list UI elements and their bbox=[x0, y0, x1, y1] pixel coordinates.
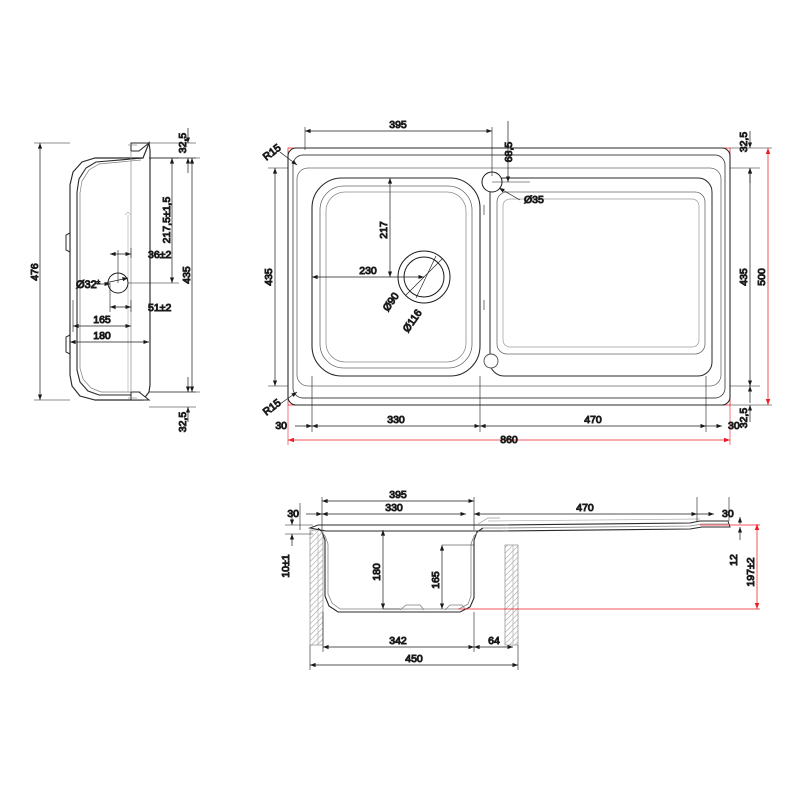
dim-plan-395-label: 395 bbox=[389, 119, 407, 131]
dim-section-64: 64 bbox=[473, 612, 513, 652]
dim-left-325-top: 32,5 bbox=[149, 128, 196, 173]
dim-section-165: 165 bbox=[430, 544, 474, 609]
dim-plan-435-left: 435 bbox=[263, 167, 288, 387]
dim-plan-230: 230 bbox=[312, 265, 424, 280]
dim-plan-500-label: 500 bbox=[756, 268, 768, 286]
dim-plan-30-right: 30 bbox=[706, 420, 740, 433]
dim-section-30-right: 30 bbox=[697, 508, 734, 521]
dim-plan-470: 470 bbox=[480, 376, 707, 432]
dim-plan-325-bottom-right-label: 32,5 bbox=[738, 408, 750, 429]
dim-section-30-right-label: 30 bbox=[722, 508, 734, 520]
dim-section-450: 450 bbox=[309, 645, 519, 670]
dim-plan-685: 68,5 bbox=[492, 121, 530, 183]
dim-section-197: 197±2 bbox=[745, 524, 760, 609]
dim-section-10: 10±1 bbox=[280, 514, 313, 578]
dim-plan-d35: Ø35 bbox=[498, 187, 545, 207]
dim-plan-325-top-right: 32,5 bbox=[730, 131, 772, 183]
dim-left-51: 51±2 bbox=[109, 283, 172, 315]
dim-section-470-label: 470 bbox=[576, 502, 594, 514]
plan-flange-inner-edge bbox=[292, 154, 726, 399]
dim-left-d32-label: Ø32± bbox=[76, 279, 101, 291]
dim-plan-470-label: 470 bbox=[584, 414, 602, 426]
dim-section-30-left-label: 30 bbox=[287, 508, 299, 520]
view-front-section: 395 330 30 470 30 10±1 bbox=[280, 489, 760, 670]
dim-left-435-label: 435 bbox=[181, 266, 193, 284]
dim-section-64-label: 64 bbox=[488, 635, 500, 647]
dim-section-395: 395 bbox=[322, 489, 474, 504]
dim-plan-435-right-label: 435 bbox=[738, 268, 750, 286]
dim-plan-330: 330 bbox=[312, 414, 480, 429]
section-counter-hatch-left bbox=[309, 529, 324, 646]
dim-plan-217-label: 217 bbox=[378, 221, 390, 239]
dim-left-165-label: 165 bbox=[93, 314, 111, 326]
dim-section-330-label: 330 bbox=[385, 502, 403, 514]
dim-section-395-label: 395 bbox=[389, 489, 407, 501]
plan-deck-edge bbox=[296, 167, 722, 387]
dim-section-470: 470 bbox=[474, 502, 697, 517]
dim-left-2175-label: 217,5±1,5 bbox=[161, 197, 173, 244]
plan-drainboard-inner bbox=[502, 198, 700, 348]
dim-plan-435-left-label: 435 bbox=[263, 268, 275, 286]
dim-section-342: 342 bbox=[322, 612, 474, 652]
dim-left-36: 36±2 bbox=[110, 248, 172, 283]
dim-section-450-label: 450 bbox=[405, 653, 423, 665]
dim-plan-435-right: 435 bbox=[730, 168, 760, 387]
plan-drainboard-outer bbox=[489, 177, 713, 377]
plan-accessory-hole bbox=[483, 353, 499, 369]
left-section-body-outline bbox=[65, 140, 151, 401]
dim-plan-d35-label: Ø35 bbox=[524, 194, 544, 206]
dim-section-197-label: 197±2 bbox=[745, 557, 757, 586]
dim-left-476: 476 bbox=[29, 142, 70, 401]
dim-plan-860-label: 860 bbox=[500, 434, 518, 446]
dim-left-476-label: 476 bbox=[29, 263, 41, 281]
dim-plan-860: 860 bbox=[288, 434, 730, 447]
dim-plan-500: 500 bbox=[756, 148, 771, 405]
dim-section-30-left: 30 bbox=[287, 508, 322, 521]
plan-drainboard-field bbox=[496, 191, 706, 355]
dim-section-342-label: 342 bbox=[389, 635, 407, 647]
dim-left-51-label: 51±2 bbox=[148, 302, 171, 314]
section-counter-hatch-right bbox=[504, 544, 519, 646]
dim-section-12: 12 bbox=[728, 517, 743, 566]
dim-plan-30-left: 30 bbox=[275, 420, 312, 433]
view-top-plan: 395 68,5 R15 R15 Ø35 435 bbox=[260, 119, 772, 447]
dim-plan-217: 217 bbox=[378, 178, 393, 277]
dim-section-330: 330 bbox=[322, 502, 466, 517]
dim-plan-230-label: 230 bbox=[359, 265, 377, 277]
dim-plan-685-label: 68,5 bbox=[503, 142, 515, 163]
dim-section-10-label: 10±1 bbox=[280, 554, 292, 577]
dim-section-180: 180 bbox=[371, 530, 400, 610]
dim-plan-325-top-right-label: 32,5 bbox=[738, 132, 750, 153]
dim-plan-395: 395 bbox=[304, 119, 493, 176]
dim-plan-30-right-label: 30 bbox=[728, 420, 740, 432]
dim-left-36-label: 36±2 bbox=[148, 249, 171, 261]
dim-section-165-label: 165 bbox=[430, 571, 442, 589]
view-left-section: 32,5 217,5±1,5 435 476 bbox=[29, 128, 200, 433]
dim-section-180-label: 180 bbox=[371, 563, 383, 581]
dim-section-12-label: 12 bbox=[728, 554, 740, 566]
dim-plan-325-bottom-right: 32,5 bbox=[730, 386, 772, 429]
dim-left-d32: Ø32± bbox=[76, 277, 129, 292]
dim-left-325-bottom-label: 32,5 bbox=[177, 412, 189, 433]
dim-left-325-top-label: 32,5 bbox=[177, 133, 189, 154]
dim-plan-330-label: 330 bbox=[387, 414, 405, 426]
dim-left-180-label: 180 bbox=[93, 330, 111, 342]
dim-left-165: 165 bbox=[72, 300, 131, 332]
dim-plan-30-left-label: 30 bbox=[275, 420, 287, 432]
dim-left-325-bottom: 32,5 bbox=[149, 377, 196, 433]
dim-left-180: 180 bbox=[69, 326, 149, 348]
